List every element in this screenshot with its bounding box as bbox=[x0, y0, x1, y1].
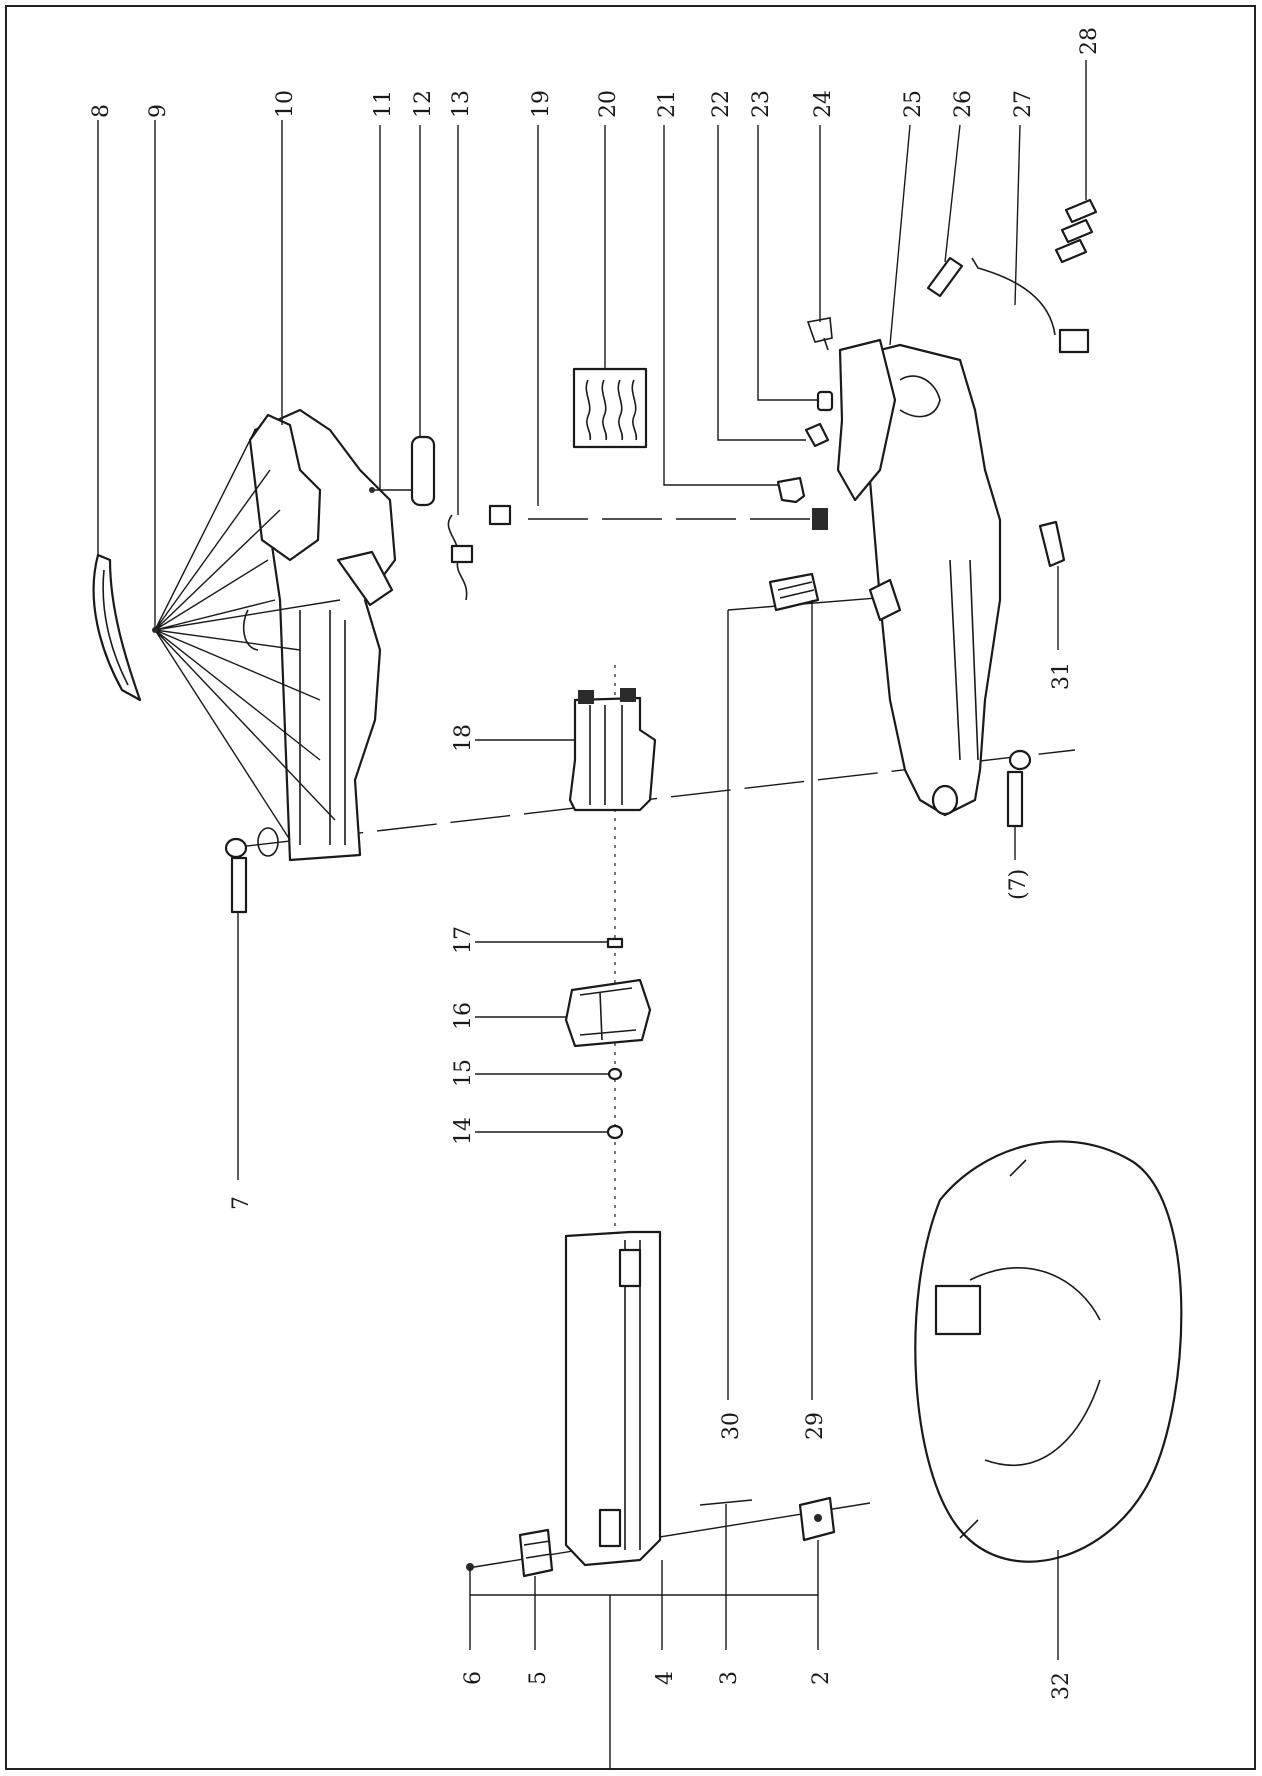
latch-part-31 bbox=[1038, 520, 1066, 568]
label-5: 5 bbox=[526, 1671, 551, 1685]
label-23: 23 bbox=[749, 90, 774, 118]
housing-left-half bbox=[242, 408, 397, 862]
label-4: 4 bbox=[653, 1671, 678, 1685]
label-28: 28 bbox=[1077, 27, 1102, 55]
switch-components bbox=[776, 317, 834, 504]
label-24: 24 bbox=[811, 90, 836, 118]
motor-part bbox=[568, 688, 657, 812]
label-7-alt: (7) bbox=[1006, 869, 1031, 900]
label-19: 19 bbox=[529, 90, 554, 118]
label-32: 32 bbox=[1049, 1672, 1074, 1700]
label-22: 22 bbox=[709, 90, 734, 118]
plug-part-26 bbox=[926, 256, 964, 298]
shaft-part-3 bbox=[699, 1499, 753, 1506]
label-27: 27 bbox=[1011, 90, 1036, 118]
label-16: 16 bbox=[451, 1002, 476, 1030]
label-26: 26 bbox=[951, 90, 976, 118]
callout-labels: 8 9 10 11 12 13 19 20 21 22 23 24 25 26 … bbox=[89, 27, 1102, 1700]
collection-bag-part bbox=[914, 1140, 1183, 1563]
washer-15 bbox=[607, 1067, 623, 1081]
label-10: 10 bbox=[273, 90, 298, 118]
label-7: 7 bbox=[229, 1196, 254, 1210]
label-30: 30 bbox=[719, 1412, 744, 1440]
housing-right-half bbox=[836, 338, 1002, 817]
screws-fan-lines bbox=[152, 429, 341, 841]
label-15: 15 bbox=[451, 1059, 476, 1087]
label-21: 21 bbox=[655, 90, 680, 118]
label-9: 9 bbox=[146, 104, 171, 118]
nut-23 bbox=[816, 390, 834, 412]
label-31: 31 bbox=[1049, 662, 1074, 690]
contact-22 bbox=[804, 422, 830, 448]
capacitor-part bbox=[488, 504, 828, 530]
label-6: 6 bbox=[461, 1671, 486, 1685]
wheel-part-5 bbox=[518, 1528, 554, 1578]
switch-button-part bbox=[369, 435, 436, 507]
label-11: 11 bbox=[371, 90, 396, 118]
spring-24 bbox=[806, 317, 833, 351]
chain-part-28 bbox=[1054, 198, 1098, 264]
nut-14 bbox=[606, 1124, 624, 1140]
spacer-17 bbox=[606, 937, 624, 949]
wire-switch-part bbox=[447, 514, 474, 601]
label-20: 20 bbox=[596, 90, 621, 118]
label-18: 18 bbox=[451, 724, 476, 752]
label-14: 14 bbox=[451, 1117, 476, 1145]
wheel-part-2 bbox=[798, 1496, 836, 1542]
blower-tube-part bbox=[564, 1230, 662, 1567]
strap-part bbox=[92, 553, 142, 702]
grille-part-29 bbox=[768, 572, 820, 612]
label-13: 13 bbox=[449, 90, 474, 118]
leader-lines bbox=[97, 60, 1087, 1769]
carbon-brushes-box bbox=[572, 367, 648, 449]
label-25: 25 bbox=[901, 90, 926, 118]
holder-21 bbox=[776, 476, 806, 504]
label-2: 2 bbox=[809, 1671, 834, 1685]
label-8: 8 bbox=[89, 104, 114, 118]
label-29: 29 bbox=[803, 1412, 828, 1440]
small-hardware bbox=[606, 937, 624, 1140]
fan-impeller-part bbox=[564, 978, 652, 1048]
label-12: 12 bbox=[411, 90, 436, 118]
label-3: 3 bbox=[717, 1671, 742, 1685]
cable-part-27 bbox=[971, 257, 1090, 354]
label-17: 17 bbox=[451, 926, 476, 954]
diagram-frame bbox=[5, 5, 1256, 1770]
